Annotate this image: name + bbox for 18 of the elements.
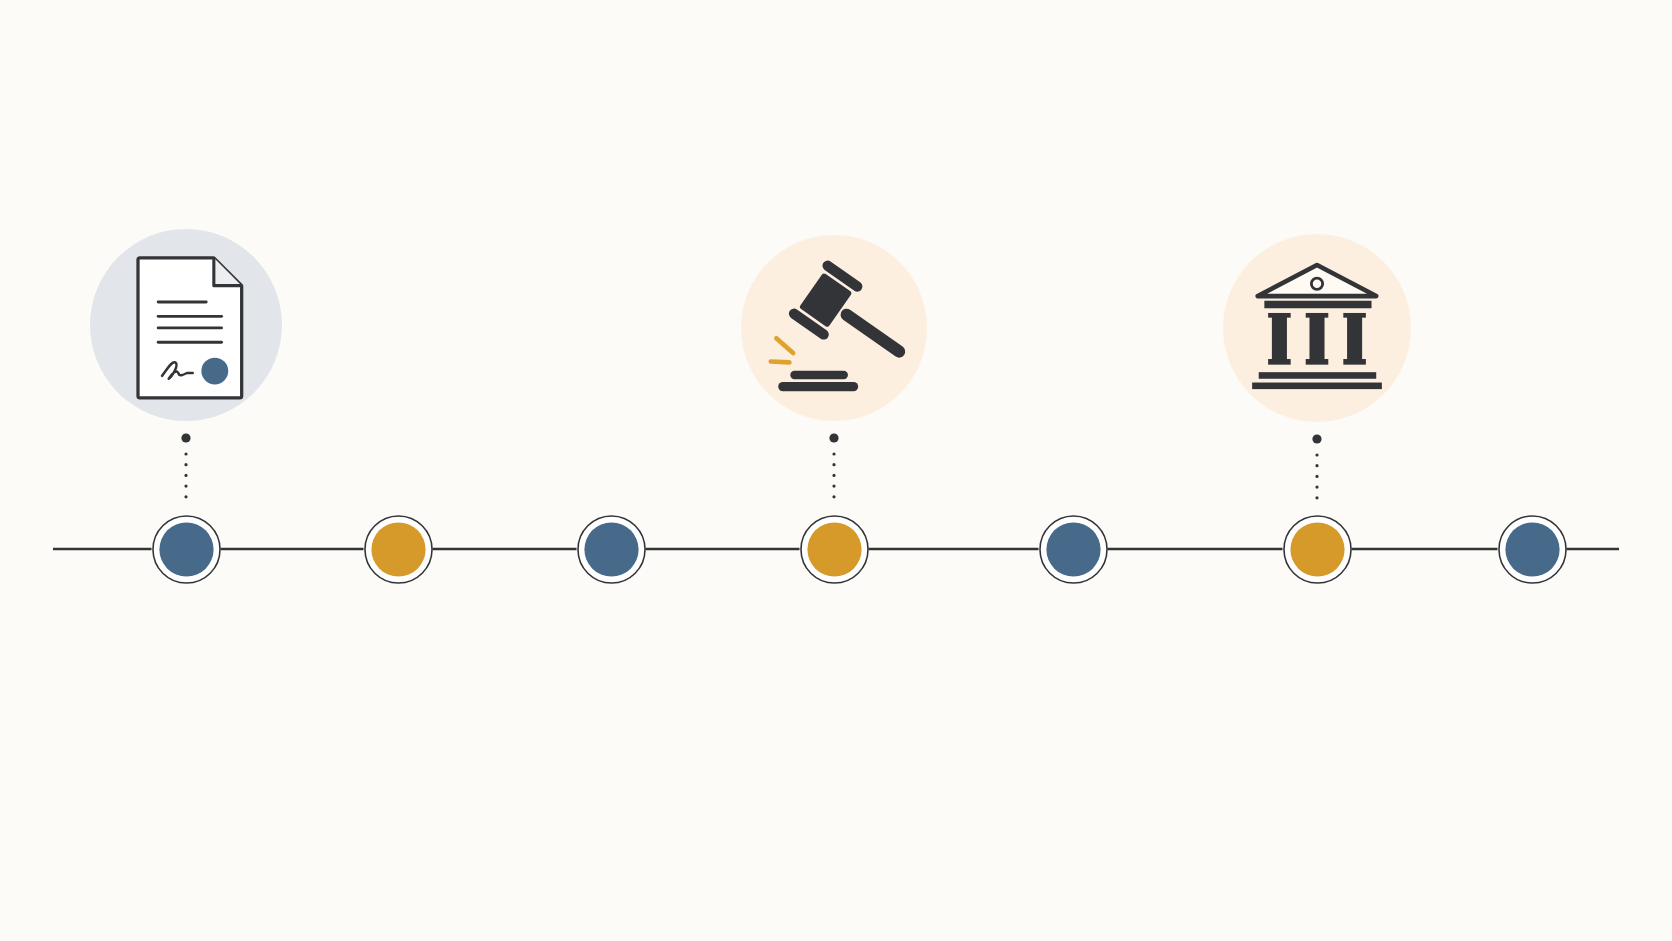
timeline-line [1566, 547, 1619, 551]
milestone-dot-icon [1497, 514, 1567, 584]
timeline-line [432, 547, 577, 551]
timeline-line [53, 547, 152, 551]
milestone-dot-icon [1282, 514, 1352, 584]
timeline-line [220, 547, 364, 551]
milestone-dot-icon [576, 514, 646, 584]
signed-document-icon [90, 229, 282, 421]
timeline-line [1107, 547, 1283, 551]
gavel-icon [741, 235, 927, 421]
milestone-dot-icon [151, 514, 221, 584]
timeline-line [645, 547, 800, 551]
columned-building-icon [1223, 234, 1411, 422]
timeline-line [1351, 547, 1498, 551]
milestone-dot-icon [1038, 514, 1108, 584]
milestone-dot-icon [799, 514, 869, 584]
timeline-line [868, 547, 1039, 551]
milestone-dot-icon [363, 514, 433, 584]
